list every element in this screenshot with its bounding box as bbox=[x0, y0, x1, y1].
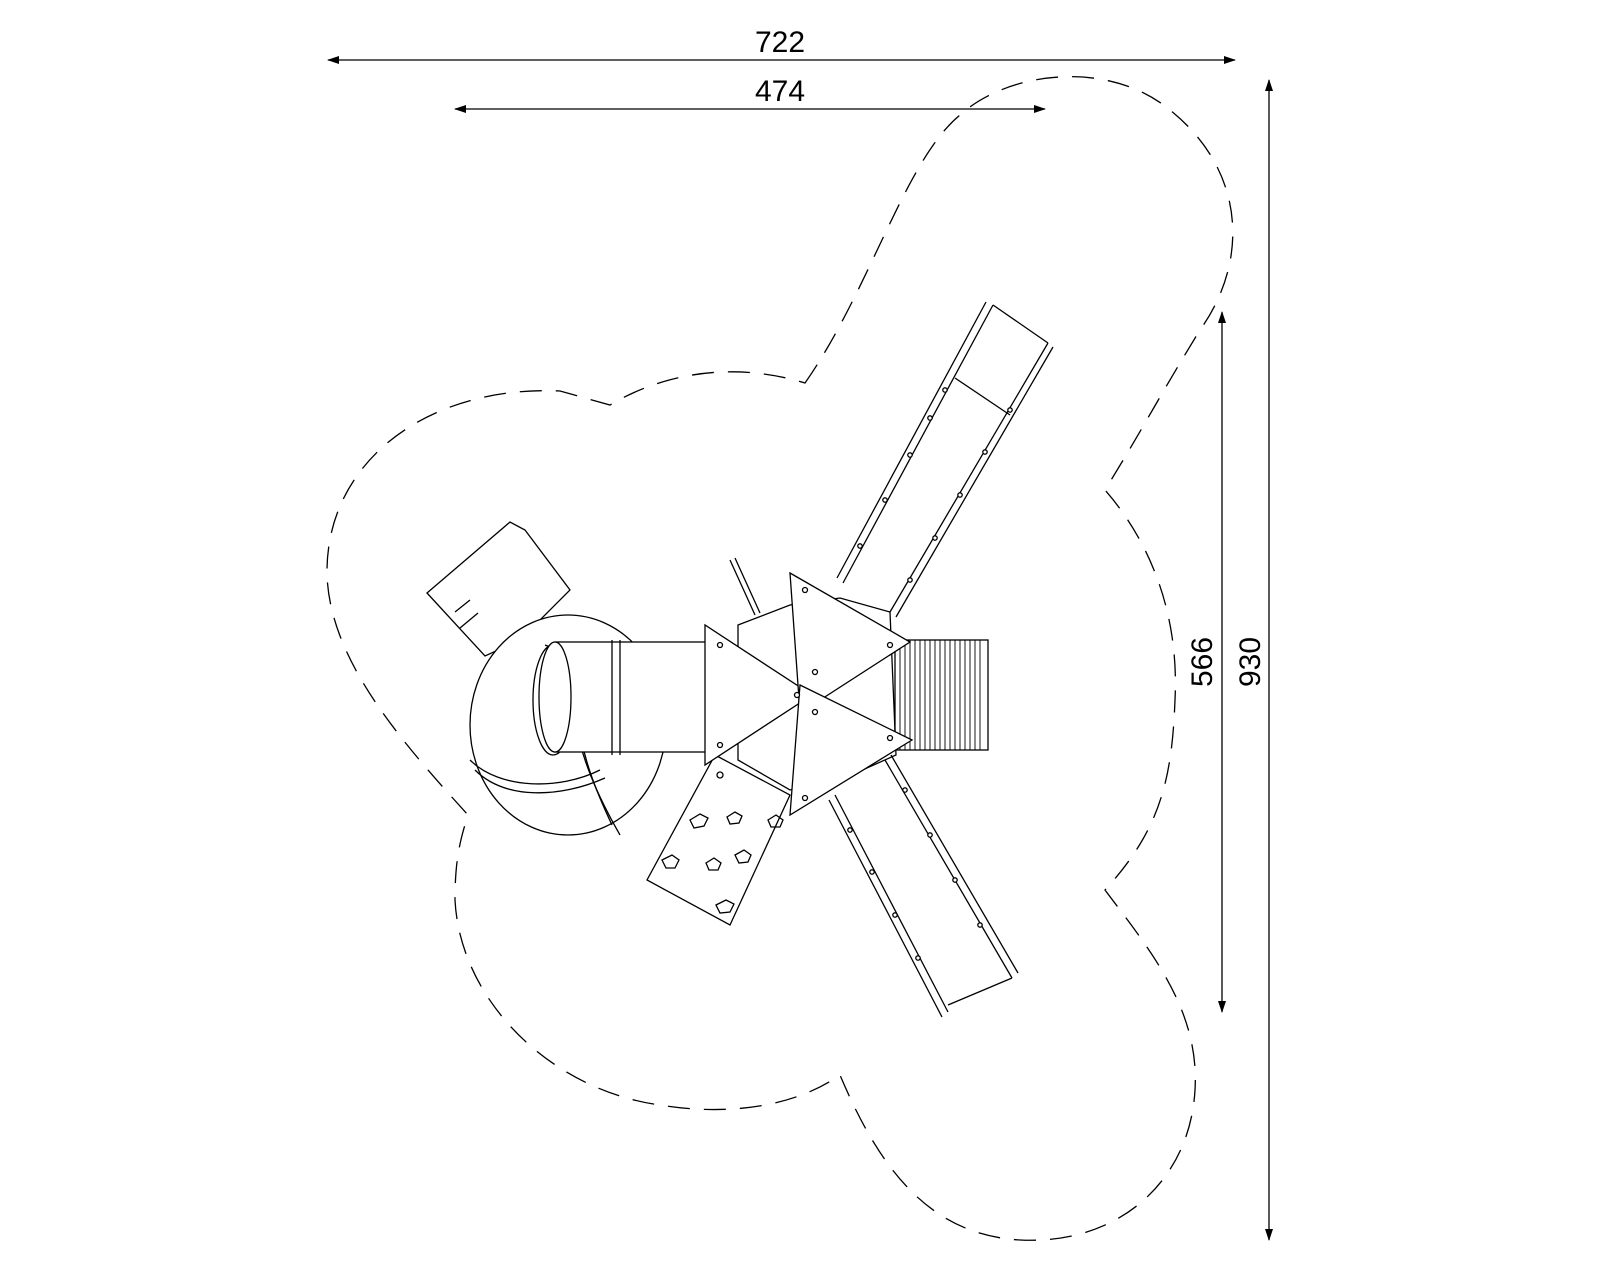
tube-slide bbox=[426, 521, 711, 836]
roof-panel-left bbox=[704, 623, 814, 767]
roof-panels bbox=[704, 571, 914, 817]
roof-panel-top bbox=[789, 571, 912, 715]
dimension-total-depth: 930 bbox=[1234, 79, 1273, 1241]
safety-zone-outline bbox=[326, 76, 1234, 1241]
dimension-total-depth-label: 930 bbox=[1234, 637, 1267, 687]
ladder-steps bbox=[894, 639, 989, 751]
dimension-structure-width: 474 bbox=[454, 75, 1046, 113]
climbing-wall bbox=[646, 754, 791, 926]
dimension-total-width-label: 722 bbox=[755, 26, 805, 59]
dimension-structure-depth: 566 bbox=[1186, 311, 1226, 1013]
dimension-structure-width-label: 474 bbox=[755, 75, 805, 108]
roof-panel-bottom bbox=[789, 683, 914, 817]
upper-ramp bbox=[836, 301, 1054, 618]
dimension-total-width: 722 bbox=[327, 26, 1236, 64]
lower-ramp bbox=[828, 754, 1019, 1018]
dimension-structure-depth-label: 566 bbox=[1186, 637, 1219, 687]
